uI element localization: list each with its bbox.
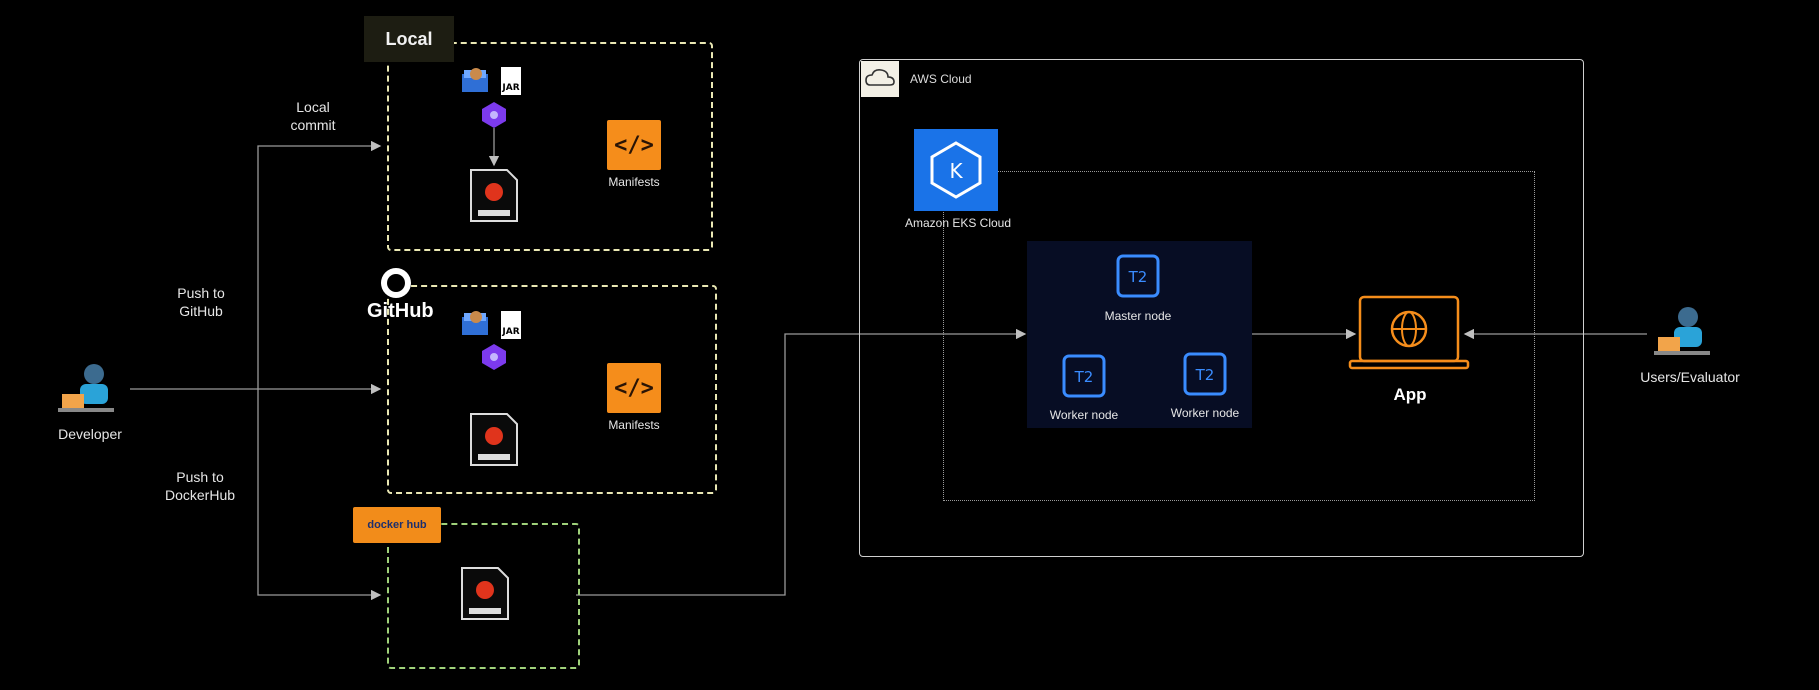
worker-node-label-2: Worker node — [1170, 406, 1240, 420]
maven-icon — [458, 64, 494, 96]
github-icon — [380, 267, 412, 299]
eks-label: Amazon EKS Cloud — [904, 216, 1012, 230]
local-commit-label: Local commit — [290, 99, 336, 133]
users-label: Users/Evaluator — [1640, 369, 1740, 385]
eks-icon: K — [914, 129, 998, 211]
dockerfile-icon — [469, 412, 519, 467]
laptop-globe-icon — [1348, 295, 1470, 375]
worker-node-label-1: Worker node — [1049, 408, 1119, 422]
svg-text:T2: T2 — [1074, 368, 1094, 386]
aws-cloud-label: AWS Cloud — [910, 72, 972, 86]
svg-text:JAR: JAR — [501, 83, 519, 93]
app-label: App — [1393, 385, 1427, 404]
github-logo-text: GitHub — [367, 300, 434, 322]
eks-cluster-boundary — [943, 171, 1535, 501]
svg-text:JAR: JAR — [501, 327, 519, 337]
aws-cloud-box — [859, 59, 1584, 557]
dockerhub-icon: docker hub — [353, 507, 441, 543]
developer-label: Developer — [58, 426, 122, 442]
manifests-icon: </> — [607, 363, 661, 413]
nodes-panel — [1027, 241, 1252, 428]
t2-chip-icon: T2 — [1056, 348, 1112, 404]
t2-chip-icon: T2 — [1110, 248, 1166, 304]
svg-text:T2: T2 — [1128, 268, 1148, 286]
manifests-icon: </> — [607, 120, 661, 170]
github-box — [387, 285, 717, 494]
cloud-icon — [861, 61, 899, 97]
dockerfile-icon — [460, 566, 510, 621]
maven-icon — [458, 307, 494, 339]
manifests-label-2: Manifests — [608, 418, 660, 432]
push-github-label: Push to GitHub — [177, 285, 225, 319]
jar-file-icon: JAR — [500, 66, 522, 96]
manifests-label-1: Manifests — [608, 175, 660, 189]
svg-text:T2: T2 — [1195, 366, 1215, 384]
users-icon — [1654, 305, 1718, 357]
push-dockerhub-label: Push to DockerHub — [164, 469, 236, 503]
dockerhub-box — [387, 523, 580, 669]
graph-icon — [481, 101, 507, 129]
local-box — [387, 42, 713, 251]
graph-icon — [481, 343, 507, 371]
developer-icon — [58, 360, 122, 414]
dockerfile-icon — [469, 168, 519, 223]
svg-text:K: K — [949, 159, 963, 183]
local-title: Local — [364, 16, 454, 62]
t2-chip-icon: T2 — [1177, 346, 1233, 402]
jar-file-icon: JAR — [500, 310, 522, 340]
master-node-label: Master node — [1104, 309, 1172, 323]
